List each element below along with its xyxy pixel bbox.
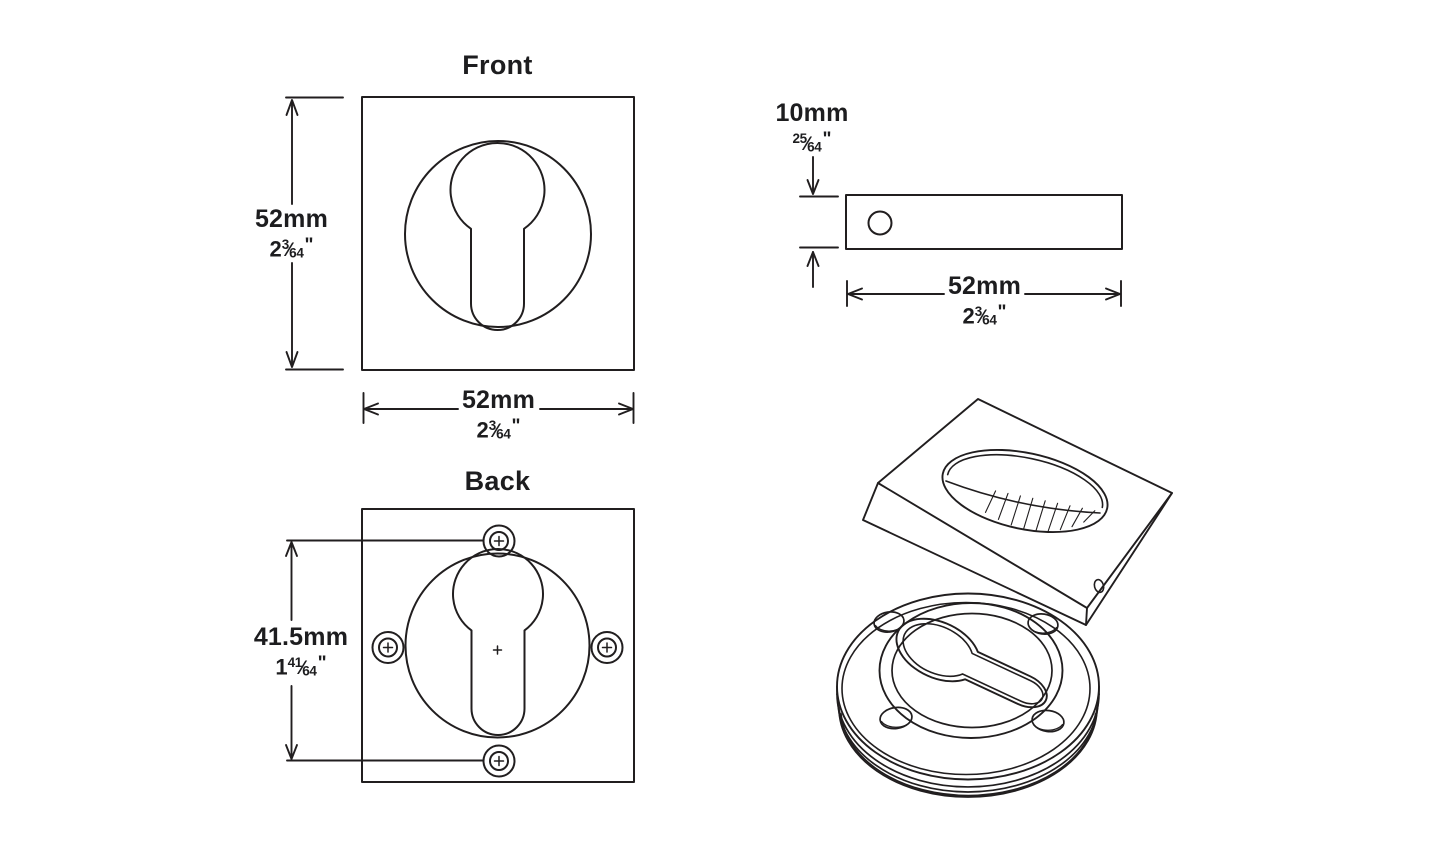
dimension-metric-value: 52mm: [461, 386, 536, 414]
iso-boss-outer-ring: [878, 602, 1064, 739]
arrow-right: [618, 402, 634, 416]
iso-boss-inner-ring: [891, 612, 1053, 729]
arrow-down: [285, 351, 299, 368]
iso-disc-grooves: [836, 685, 1100, 798]
side-thickness-dimension-label: 10mm 25⁄64": [750, 100, 874, 160]
arrow-right: [1105, 287, 1121, 301]
dimension-metric-value: 10mm: [775, 99, 849, 127]
iso-keyhole-outline: [886, 606, 1057, 725]
side-view-drawing: [799, 156, 1123, 307]
front-view-drawing: [285, 96, 635, 424]
dimension-imperial-value: 141⁄64": [275, 652, 327, 680]
back-keyhole-cutout: [452, 548, 544, 736]
iso-rose-disc: [836, 592, 1100, 798]
iso-keyhole-depth-edge: [895, 613, 1052, 719]
front-width-dimension: [362, 392, 635, 424]
arrow-down: [285, 744, 298, 760]
side-width-dimension-label: 52mm 23⁄64": [922, 273, 1047, 333]
back-hole-spacing-dimension-label: 41.5mm 141⁄64": [234, 624, 368, 684]
back-screw-boss-right: [590, 631, 624, 664]
front-view-title: Front: [462, 50, 533, 80]
iso-opening-hatching: [984, 490, 1096, 532]
dimension-imperial-value: 23⁄64": [962, 301, 1007, 329]
arrow-up: [285, 541, 298, 557]
arrow-up: [806, 251, 820, 267]
front-height-dimension: [285, 96, 344, 371]
back-hole-spacing-dimension: [285, 539, 485, 762]
dimension-imperial-value: 25⁄64": [792, 128, 832, 155]
dimension-metric-value: 41.5mm: [253, 623, 349, 651]
dimension-imperial-value: 23⁄64": [269, 234, 314, 262]
iso-plate-side-hole: [1093, 578, 1105, 594]
front-height-dimension-label: 52mm 23⁄64": [229, 206, 354, 266]
back-plate-outline: [361, 508, 635, 783]
isometric-view-drawing: [836, 398, 1173, 798]
center-mark: [492, 645, 503, 655]
iso-plate-corner-edge: [1085, 607, 1088, 626]
arrow-down: [806, 179, 820, 195]
arrow-left: [363, 402, 379, 416]
front-keyhole-cutout: [449, 141, 546, 331]
front-width-dimension-label: 52mm 23⁄64": [436, 387, 561, 447]
back-rose-circle: [404, 552, 591, 739]
iso-keyhole-cutout: [886, 606, 1057, 725]
iso-cover-plate: [862, 398, 1173, 626]
dimension-metric-value: 52mm: [947, 272, 1022, 300]
back-view-drawing: [285, 508, 635, 783]
back-view-title: Back: [464, 466, 531, 496]
arrow-left: [847, 287, 863, 301]
arrow-up: [285, 99, 299, 116]
side-thickness-dimension: [799, 156, 839, 288]
iso-disc-screw-holes: [873, 611, 1065, 733]
back-screw-boss-bottom: [482, 744, 516, 778]
side-fixing-hole: [867, 210, 893, 236]
dimension-imperial-value: 23⁄64": [476, 415, 521, 443]
iso-plate-opening: [941, 448, 1109, 534]
iso-opening-far-edge: [945, 480, 1101, 514]
side-width-dimension: [846, 280, 1122, 307]
back-screw-boss-left: [371, 631, 405, 664]
front-rose-circle: [404, 140, 592, 328]
dimension-metric-value: 52mm: [254, 205, 329, 233]
front-plate-outline: [361, 96, 635, 371]
iso-opening-inner-rim: [946, 453, 1104, 509]
side-plate-outline: [845, 194, 1123, 250]
back-screw-boss-top: [482, 524, 516, 558]
